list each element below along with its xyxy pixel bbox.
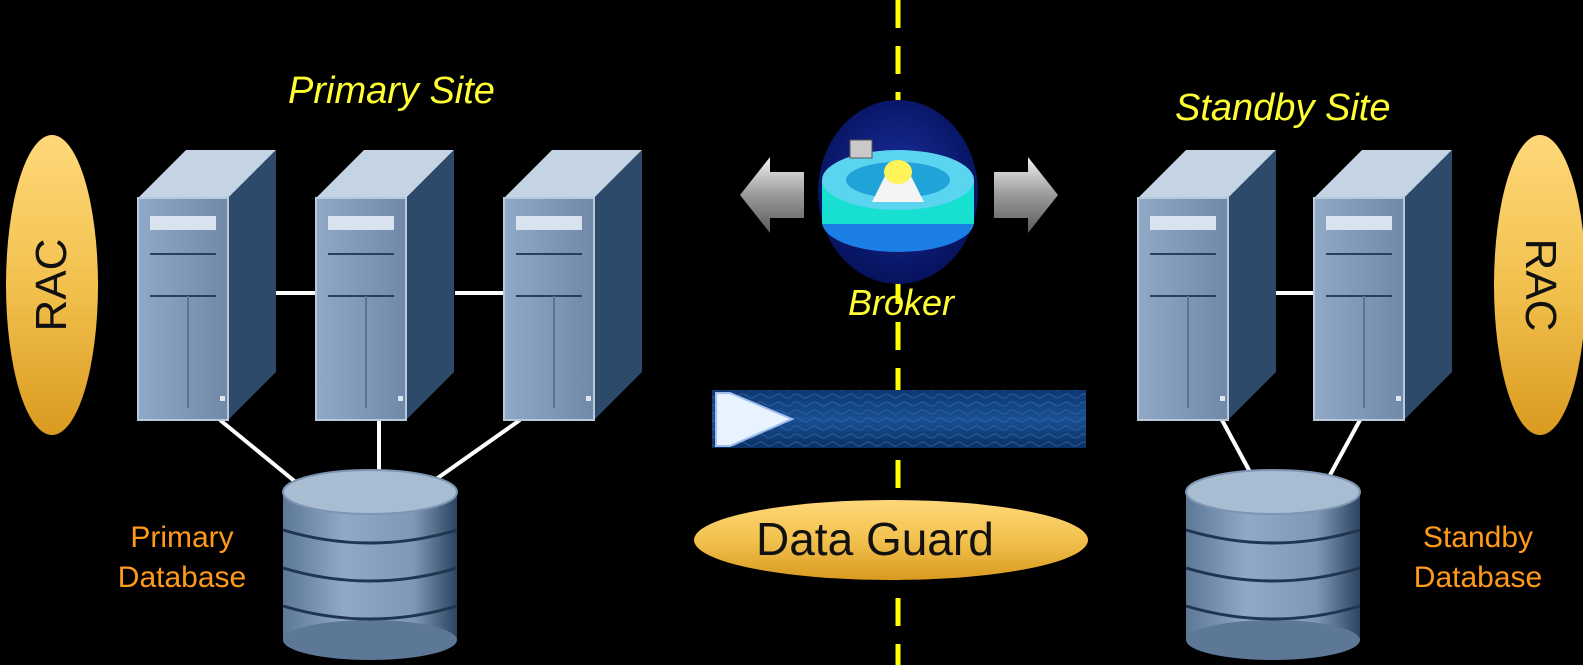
standby-server-1: [1137, 150, 1276, 421]
data-guard-oval: [694, 500, 1088, 580]
primary-server-2: [315, 150, 454, 421]
broker-left-arrow-icon: [740, 157, 804, 233]
standby-database-label: Standby Database: [1388, 518, 1568, 598]
standby-rac-label: RAC: [1516, 238, 1565, 332]
primary-rac-label: RAC: [27, 238, 76, 332]
primary-database-label: Primary Database: [92, 518, 272, 598]
standby-site-title: Standby Site: [1175, 87, 1391, 129]
primary-server-1: [137, 150, 276, 421]
primary-database-icon: [282, 469, 458, 660]
primary-database-label-line1: Primary: [130, 521, 234, 554]
primary-server-3: [503, 150, 642, 421]
primary-site-title: Primary Site: [288, 70, 495, 112]
primary-rac-oval: [6, 135, 98, 435]
standby-database-label-line1: Standby: [1422, 521, 1534, 554]
broker-label: Broker: [848, 282, 955, 323]
broker-right-arrow-icon: [994, 157, 1058, 233]
data-guard-label: Data Guard: [756, 513, 994, 565]
standby-interconnect-lines: [1220, 291, 1362, 476]
broker-globe-icon: [818, 100, 978, 284]
standby-database-icon: [1185, 469, 1361, 660]
standby-rac-oval: [1494, 135, 1583, 435]
primary-interconnect-lines: [218, 291, 522, 486]
standby-database-label-line2: Database: [1413, 561, 1543, 594]
redo-transport-arrow-icon: [715, 392, 795, 447]
primary-database-label-line2: Database: [117, 561, 247, 594]
standby-server-2: [1313, 150, 1452, 421]
